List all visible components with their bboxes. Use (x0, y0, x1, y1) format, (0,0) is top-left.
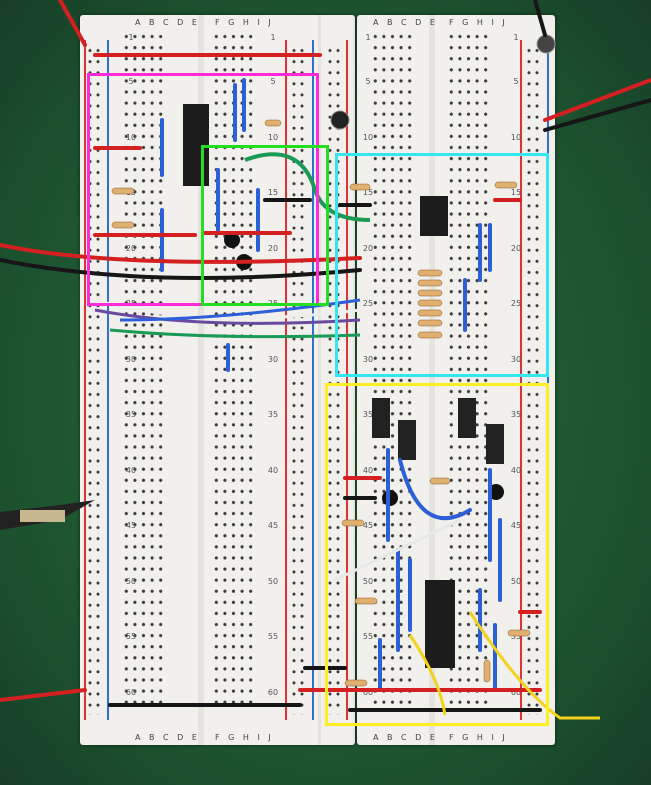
row-number: 55 (125, 632, 137, 642)
breadboard-right: A B C D E F G H I J A B C D E F G H I J (357, 15, 555, 745)
row-number: 5 (513, 77, 519, 87)
row-number: 5 (365, 77, 371, 87)
terminal-strip (212, 31, 256, 711)
row-number: 20 (510, 243, 522, 253)
transistor (224, 232, 240, 248)
row-number: 25 (510, 299, 522, 309)
yellow-box (325, 383, 549, 726)
row-number: 15 (267, 188, 279, 198)
row-number: 1 (128, 33, 134, 42)
column-labels-bottom: F G H I J (449, 733, 508, 742)
ic-chip (425, 580, 455, 668)
row-number: 20 (125, 243, 137, 253)
ic-chip (420, 196, 448, 236)
row-number: 60 (267, 687, 279, 697)
row-number: 45 (125, 521, 137, 531)
row-number: 5 (128, 77, 134, 87)
row-number: 15 (510, 188, 522, 198)
row-number: 40 (125, 465, 137, 475)
row-number: 60 (125, 687, 137, 697)
terminal-strip (371, 31, 415, 711)
row-number: 55 (362, 632, 374, 642)
capacitor (536, 34, 556, 54)
row-number: 60 (510, 687, 522, 697)
row-number: 40 (510, 465, 522, 475)
row-number: 50 (267, 576, 279, 586)
row-number: 35 (267, 410, 279, 420)
row-number: 40 (267, 465, 279, 475)
power-rail (290, 45, 308, 715)
column-labels-top: F G H I J (215, 18, 274, 27)
row-number: 1 (513, 33, 519, 42)
row-number: 10 (267, 132, 279, 142)
row-number: 30 (125, 354, 137, 364)
breadboard-left: A B C D E F G H I J A B C D E F G H I J (80, 15, 355, 745)
row-number: 35 (125, 410, 137, 420)
voltage-regulator (486, 424, 504, 464)
terminal-strip (122, 31, 166, 711)
column-labels-top: F G H I J (449, 18, 508, 27)
power-rail (525, 45, 543, 715)
row-number: 50 (362, 576, 374, 586)
row-number: 10 (125, 132, 137, 142)
power-rail (86, 45, 104, 715)
row-number: 45 (362, 521, 374, 531)
voltage-regulator (458, 398, 476, 438)
row-number: 35 (362, 410, 374, 420)
wire-green (244, 152, 371, 222)
green-box (201, 145, 329, 306)
column-labels-bottom: A B C D E (373, 733, 438, 742)
column-labels-bottom: A B C D E (135, 733, 200, 742)
column-labels-bottom: F G H I J (215, 733, 274, 742)
row-number: 55 (510, 632, 522, 642)
row-number: 30 (362, 354, 374, 364)
row-number: 5 (270, 77, 276, 87)
row-number: 10 (362, 132, 374, 142)
row-number: 1 (270, 33, 276, 42)
row-number: 30 (510, 354, 522, 364)
row-number: 45 (267, 521, 279, 531)
row-number: 20 (362, 243, 374, 253)
row-number: 25 (362, 299, 374, 309)
column-labels-top: A B C D E (135, 18, 200, 27)
row-number: 40 (362, 465, 374, 475)
row-number: 50 (510, 576, 522, 586)
row-number: 60 (362, 687, 374, 697)
row-number: 30 (267, 354, 279, 364)
row-number: 20 (267, 243, 279, 253)
row-number: 1 (365, 33, 371, 42)
capacitor (330, 110, 350, 130)
row-number: 10 (510, 132, 522, 142)
row-number: 45 (510, 521, 522, 531)
voltage-regulator (372, 398, 390, 438)
column-labels-top: A B C D E (373, 18, 438, 27)
row-number: 55 (267, 632, 279, 642)
row-number: 50 (125, 576, 137, 586)
row-number: 15 (362, 188, 374, 198)
cyan-box (335, 153, 549, 377)
voltage-regulator (398, 420, 416, 460)
row-number: 35 (510, 410, 522, 420)
